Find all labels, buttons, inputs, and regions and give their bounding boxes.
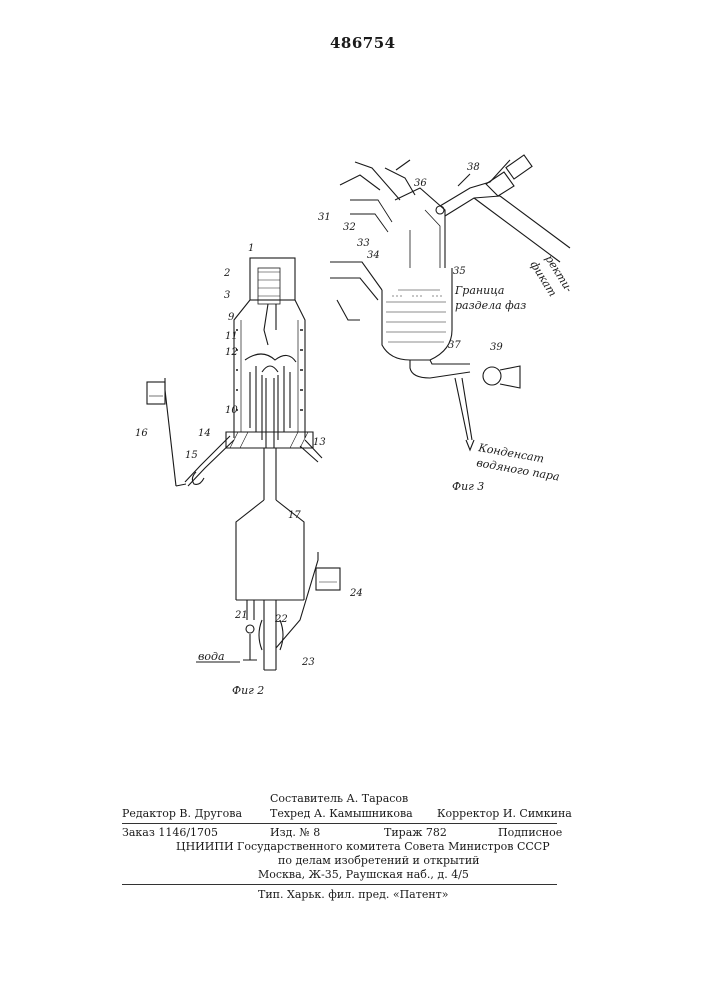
techred-line: Техред А. Камышникова xyxy=(270,807,413,820)
affairs-line: по делам изобретений и открытий xyxy=(278,854,480,867)
corrector-line: Корректор И. Симкина xyxy=(437,807,572,820)
rule-bottom xyxy=(122,884,557,885)
printer-line: Тип. Харьк. фил. пред. «Патент» xyxy=(258,888,448,901)
compiler-line: Составитель А. Тарасов xyxy=(270,792,408,805)
subscription-line: Подписное xyxy=(498,826,562,839)
institute-line: ЦНИИПИ Государственного комитета Совета … xyxy=(176,840,550,853)
editor-line: Редактор В. Другова xyxy=(122,807,242,820)
edition-line: Изд. № 8 xyxy=(270,826,320,839)
rule-top xyxy=(122,823,557,824)
order-line: Заказ 1146/1705 xyxy=(122,826,218,839)
print-run-line: Тираж 782 xyxy=(384,826,447,839)
address-line: Москва, Ж-35, Раушская наб., д. 4/5 xyxy=(258,868,469,881)
